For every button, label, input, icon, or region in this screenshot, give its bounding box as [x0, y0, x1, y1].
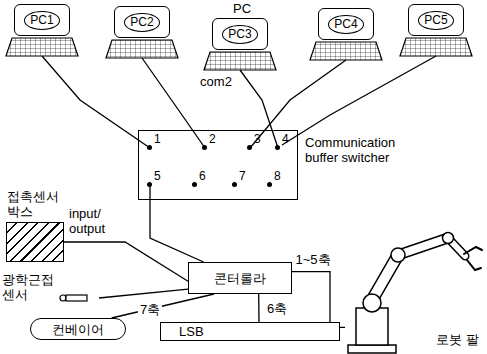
port-dot [147, 145, 152, 150]
node-text: PC2 [124, 13, 159, 32]
cable-line [142, 58, 205, 148]
cable-line [150, 185, 204, 262]
port-dot [247, 145, 252, 150]
axis-label: input/ output [67, 206, 117, 236]
cable-line [99, 289, 188, 298]
heading-text: Communication buffer switcher [305, 135, 405, 165]
port-number: 3 [254, 132, 261, 147]
optical-sensor: 광학근접 센서 [2, 272, 68, 302]
conveyor-box: 컨베이어 [30, 318, 126, 340]
port-number: 8 [274, 169, 281, 184]
port-dot [275, 145, 280, 150]
optical-sensor-symbol [60, 295, 87, 301]
port-dot [192, 182, 197, 187]
node-text: PC3 [222, 25, 257, 44]
port-dot [147, 182, 152, 187]
cable-line [240, 70, 278, 148]
port-dot [232, 182, 237, 187]
axis-label: 7축 [138, 302, 162, 317]
axis-label: 1~5축 [293, 252, 332, 267]
port-number: 1 [154, 132, 161, 147]
port-dot [202, 145, 207, 150]
group-label: PC [233, 1, 251, 16]
axis-label: 6축 [265, 301, 289, 316]
node-text: PC4 [328, 15, 363, 34]
port-number: 5 [154, 169, 161, 184]
contact-sensor-box: 접촉센서 박스 [6, 222, 64, 262]
cable-line [258, 294, 260, 322]
node-text: 광학근접 센서 [2, 272, 68, 302]
cable-line [112, 294, 214, 318]
port-number: 2 [209, 132, 216, 147]
cable-line [292, 272, 345, 328]
heading-text: 접촉센서 박스 [7, 189, 69, 219]
robot-arm: 로봇 팔 [345, 225, 485, 353]
pc-screen: PC5 [408, 4, 464, 36]
buffer-switcher-box: Communication buffer switcher12345678 [138, 130, 298, 200]
node-text: 컨베이어 [52, 322, 104, 337]
node-text: 로봇 팔 [436, 332, 479, 347]
pc-screen: PC1 [14, 4, 70, 36]
robot-arm [348, 233, 482, 354]
node-text: PC1 [24, 11, 59, 30]
port-number: 6 [199, 169, 206, 184]
cable-line [42, 56, 150, 148]
axis-label: com2 [198, 74, 234, 89]
port-number: 4 [282, 132, 289, 147]
pc-screen: PC2 [114, 6, 170, 38]
node-text: LSB [179, 324, 204, 339]
cable-line [282, 56, 436, 145]
pc-screen: PC3 [212, 18, 268, 50]
controller-box: 콘터롤라 [188, 262, 292, 294]
port-dot [267, 182, 272, 187]
lsb-rail: LSB [160, 322, 340, 341]
cable-line [64, 242, 188, 281]
node-text: 콘터롤라 [214, 271, 266, 286]
port-number: 7 [239, 169, 246, 184]
node-text: PC5 [418, 11, 453, 30]
pc-screen: PC4 [318, 8, 374, 40]
